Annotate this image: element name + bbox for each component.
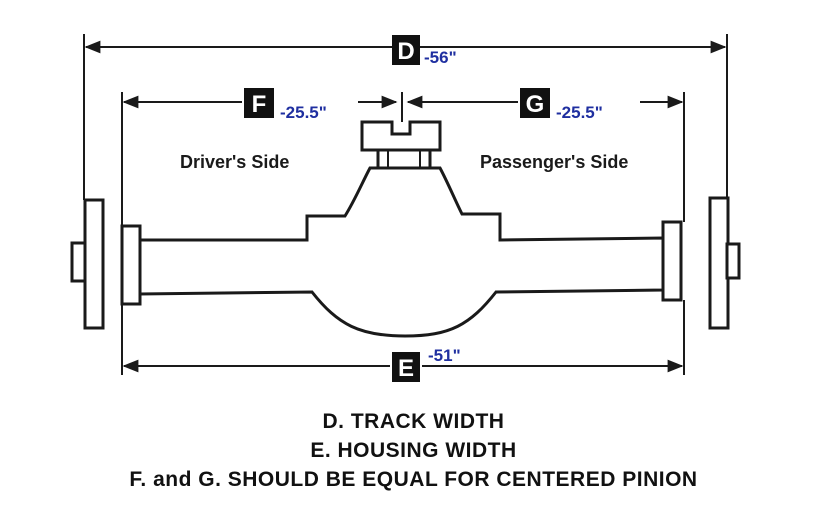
- right-hub-stub: [725, 242, 741, 280]
- dimension-g: G -25.5": [406, 88, 685, 222]
- left-wheel-flange: [83, 198, 105, 330]
- badge-g: [520, 88, 550, 118]
- right-wheel-flange: [708, 196, 730, 330]
- badge-f-letter: F: [252, 91, 267, 118]
- housing-body: [138, 166, 665, 338]
- badge-d: [392, 35, 420, 65]
- badge-e: [392, 352, 420, 382]
- right-housing-flange: [661, 220, 683, 302]
- dimension-d-value: -56": [424, 48, 457, 67]
- axle-housing: [70, 120, 741, 338]
- dimension-d: D -56": [83, 34, 728, 200]
- dimension-f: F -25.5": [121, 88, 403, 226]
- legend-housing-width: E. HOUSING WIDTH: [310, 439, 517, 462]
- dimension-e: E -51": [121, 300, 685, 382]
- badge-e-letter: E: [398, 355, 414, 382]
- legend-centered-pinion: F. and G. SHOULD BE EQUAL FOR CENTERED P…: [129, 468, 698, 491]
- badge-f: [244, 88, 274, 118]
- dimension-e-value: -51": [428, 346, 461, 365]
- dimension-f-value: -25.5": [280, 103, 327, 122]
- dimension-g-value: -25.5": [556, 103, 603, 122]
- legend-track-width: D. TRACK WIDTH: [322, 410, 505, 433]
- badge-d-letter: D: [397, 38, 414, 65]
- badge-g-letter: G: [526, 91, 545, 118]
- drivers-side-label: Driver's Side: [180, 152, 289, 172]
- passengers-side-label: Passenger's Side: [480, 152, 628, 172]
- left-housing-flange: [120, 224, 142, 306]
- pinion-yoke: [360, 120, 442, 152]
